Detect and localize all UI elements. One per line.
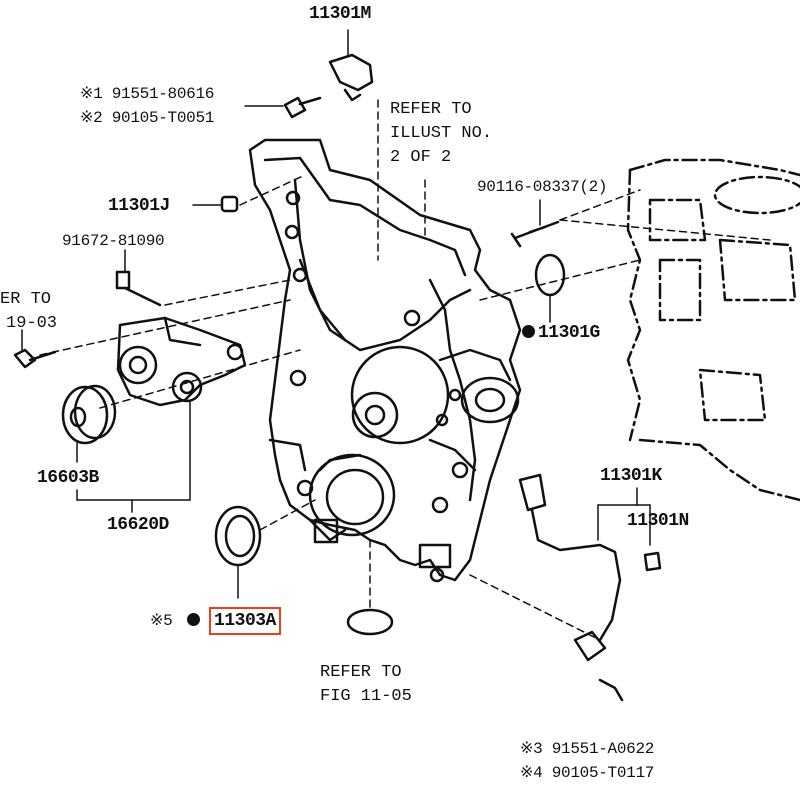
label-16603b[interactable]: 16603B [37, 468, 99, 488]
oring-refer-1105 [346, 608, 394, 636]
label-91672-81090[interactable]: 91672-81090 [62, 232, 165, 250]
note-refer-left: ER TO 19-03 [0, 288, 57, 336]
label-11301m[interactable]: 11301M [309, 4, 371, 24]
dashed-guides [39, 99, 771, 641]
label-ref-3[interactable]: ※3 91551-A0622 [520, 741, 654, 757]
label-ref-4[interactable]: ※4 90105-T0117 [520, 765, 654, 781]
note-fig-line-1: REFER TO [320, 663, 402, 682]
part-91551-A0622[interactable]: 91551-A0622 [551, 740, 655, 758]
label-11301k[interactable]: 11301K [600, 466, 662, 486]
note-fig-line-2: FIG 11-05 [320, 687, 412, 706]
label-16620d[interactable]: 16620D [107, 515, 169, 535]
note-left-line-1: ER TO [0, 290, 52, 309]
part-91551-80616[interactable]: 91551-80616 [111, 85, 215, 103]
gasket-11301g [534, 253, 566, 297]
tensioner-assembly [116, 316, 247, 407]
note-left-line-2: 19-03 [6, 314, 58, 333]
leader-11301k [597, 487, 651, 546]
note-line-3: 2 OF 2 [390, 148, 452, 167]
mark-5: ※5 [150, 612, 173, 630]
mark-4: ※4 [520, 764, 543, 782]
bolt-91551-80616 [244, 96, 322, 119]
label-11301j[interactable]: 11301J [108, 196, 170, 216]
idler-pulley [61, 384, 117, 463]
bullet-dot [522, 325, 535, 338]
label-ref-1[interactable]: ※1 91551-80616 [80, 86, 214, 102]
plug-11301j [192, 195, 239, 213]
note-line-1: REFER TO [390, 100, 472, 119]
leader-16620d [76, 399, 191, 513]
label-11301g[interactable]: 11301G [522, 324, 600, 342]
note-refer-fig: REFER TO FIG 11-05 [320, 661, 412, 709]
engine-block-outline [626, 158, 800, 502]
stud-90116 [510, 199, 560, 248]
note-line-2: ILLUST NO. [390, 124, 493, 143]
bolt-left [13, 329, 57, 369]
bullet-dot-11303a [186, 613, 200, 626]
label-11303a[interactable]: 11303A [209, 607, 281, 635]
crank-bore [308, 453, 396, 537]
mark-3: ※3 [520, 740, 543, 758]
part-90105-T0051[interactable]: 90105-T0051 [111, 109, 215, 127]
label-11301n[interactable]: 11301N [627, 511, 689, 531]
mark-1: ※1 [80, 85, 103, 103]
label-90116-08337[interactable]: 90116-08337(2) [477, 178, 608, 196]
bolt-91672 [115, 249, 162, 307]
oil-seal-11303a [214, 505, 262, 599]
label-ref-2[interactable]: ※2 90105-T0051 [80, 110, 214, 126]
mark-2: ※2 [80, 109, 103, 127]
timing-cover [248, 138, 522, 583]
water-pump [350, 345, 520, 472]
note-refer-illust: REFER TO ILLUST NO. 2 OF 2 [390, 98, 492, 170]
label-11303a-row: ※5 11303A [150, 607, 281, 635]
crank-sensor [518, 473, 662, 702]
part-90105-T0117[interactable]: 90105-T0117 [551, 764, 655, 782]
cam-sensor [328, 29, 374, 102]
label-11301g-text: 11301G [538, 323, 600, 343]
